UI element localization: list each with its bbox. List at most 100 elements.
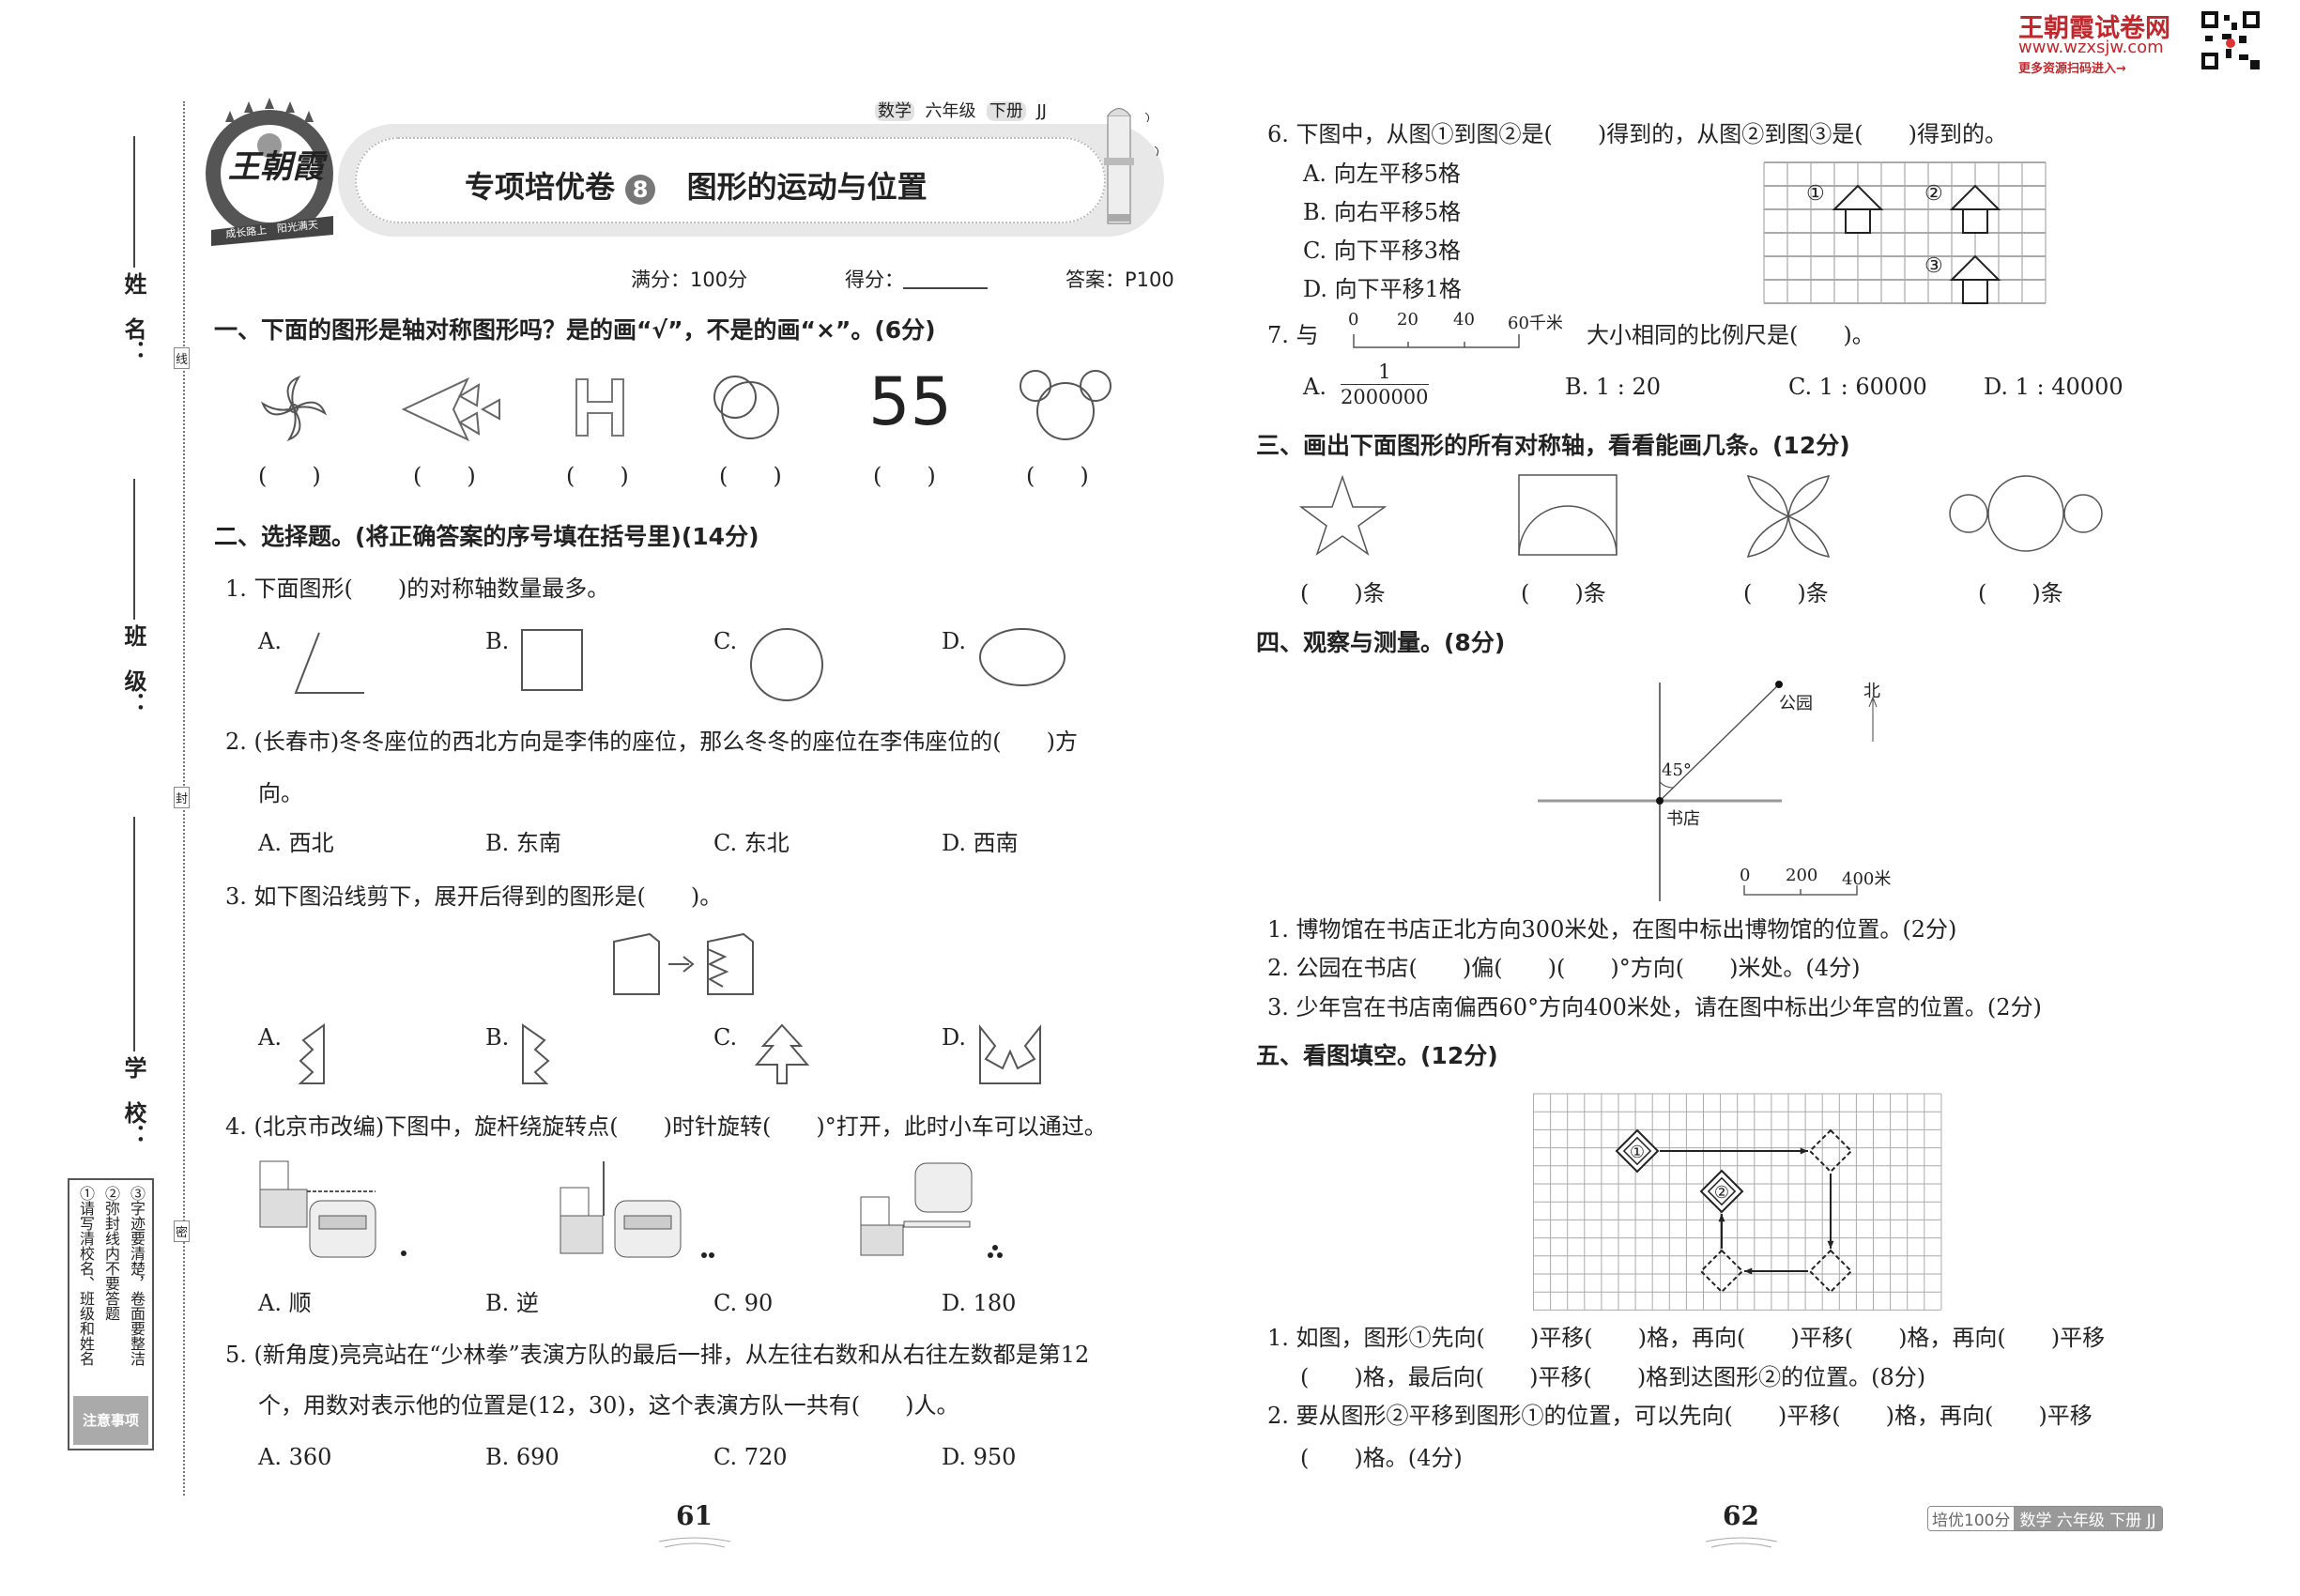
q5-opt-a[interactable]: A. 360 [258, 1444, 332, 1470]
section-2-title: 二、选择题。(将正确答案的序号填在括号里)(14分) [214, 523, 759, 550]
notice-list: ①请写清校名、班级和姓名 ②弥封线内不要答题 ③字迹要清楚，卷面要整洁 [75, 1186, 146, 1388]
q4-opt-c[interactable]: C. 90 [713, 1290, 774, 1316]
mickey-figure [1020, 370, 1112, 440]
q1-opt-a[interactable]: A. [258, 628, 282, 654]
notice-1: ①请写清校名、班级和姓名 [77, 1186, 95, 1366]
q1-opt-d[interactable]: D. [942, 628, 967, 654]
q5-opt-b[interactable]: B. 690 [485, 1444, 560, 1470]
q7-opt-a[interactable]: A. [1303, 374, 1326, 400]
q7-scale-0: 0 [1348, 310, 1359, 330]
cut-shape-c [754, 1023, 810, 1084]
footer-badge-series: 培优100分 [1928, 1507, 2015, 1530]
q2-opt-b[interactable]: B. 东南 [485, 830, 561, 856]
q4-text: 4. (北京市改编)下图中，旋杆绕旋转点( )时针旋转( )°打开，此时小车可以… [225, 1113, 1107, 1140]
page-wave-right [1705, 1537, 1778, 1548]
angle-label: 45° [1662, 760, 1692, 780]
q6-opt-a[interactable]: A. 向左平移5格 [1303, 161, 1461, 187]
answer-blank-6[interactable]: ( ) [1026, 463, 1089, 489]
q3-opt-d[interactable]: D. [942, 1024, 967, 1051]
q2-line-1: 2. (长春市)冬冬座位的西北方向是李伟的座位，那么冬冬的座位在李伟座位的( )… [225, 729, 1078, 755]
page-wave-left [658, 1537, 731, 1548]
axis-count-blank-2[interactable]: ( )条 [1521, 580, 1606, 606]
class-field[interactable] [133, 479, 135, 620]
answer-page: 答案：P100 [1066, 269, 1174, 291]
q1-opt-c[interactable]: C. [713, 628, 738, 654]
q5-opt-d[interactable]: D. 950 [942, 1444, 1017, 1470]
shape-1-inner [1622, 1136, 1652, 1166]
score-field[interactable] [903, 287, 988, 289]
q1-opt-b[interactable]: B. [485, 628, 510, 654]
petal-figure [1746, 475, 1831, 558]
s4-q1: 1. 博物馆在书店正北方向300米处，在图中标出博物馆的位置。(2分) [1267, 916, 1957, 943]
brand-url[interactable]: www.wzxsjw.com [2018, 38, 2164, 57]
q2-opt-c[interactable]: C. 东北 [713, 830, 790, 856]
seal-char-2: 封 [174, 787, 191, 808]
answer-blank-1[interactable]: ( ) [258, 463, 321, 489]
q4-opt-a[interactable]: A. 顺 [258, 1290, 312, 1316]
class-label: 班 级： [120, 624, 146, 714]
q4-opt-b[interactable]: B. 逆 [485, 1290, 539, 1316]
shape-2-label: ② [1714, 1183, 1729, 1203]
number-55-figure: 55 [868, 363, 953, 440]
section-5-title: 五、看图填空。(12分) [1256, 1042, 1498, 1069]
q7-opt-b[interactable]: B. 1 : 20 [1565, 374, 1662, 400]
q6-opt-c[interactable]: C. 向下平移3格 [1303, 238, 1462, 264]
name-label: 姓 名： [120, 272, 146, 362]
q4-opt-d[interactable]: D. 180 [942, 1290, 1017, 1316]
name-field[interactable] [133, 136, 135, 268]
notice-title: 注意事项 [73, 1396, 148, 1445]
direction-map [1538, 681, 1878, 901]
page-number-left: 61 [676, 1500, 713, 1531]
q7-prefix: 7. 与 [1267, 322, 1319, 348]
translation-grid: ①② [1533, 1093, 1942, 1311]
folded-paper-figure [613, 932, 754, 995]
q6-opt-d[interactable]: D. 向下平移1格 [1303, 276, 1462, 302]
q2-opt-a[interactable]: A. 西北 [258, 830, 334, 856]
q7-scale-60: 60千米 [1508, 314, 1563, 333]
park-label: 公园 [1779, 694, 1813, 714]
cut-shape-a [298, 1023, 325, 1084]
axis-count-blank-1[interactable]: ( )条 [1300, 580, 1386, 606]
q7-suffix: 大小相同的比例尺是( )。 [1587, 322, 1875, 348]
q6-grid [1763, 161, 2047, 304]
brand-name: 王朝霞试卷网 [2018, 14, 2170, 43]
q3-opt-c[interactable]: C. [713, 1024, 738, 1051]
q5-opt-c[interactable]: C. 720 [713, 1444, 788, 1470]
answer-blank-4[interactable]: ( ) [719, 463, 782, 489]
answer-blank-5[interactable]: ( ) [873, 463, 936, 489]
shape-1 [1615, 1128, 1660, 1174]
volume: 下册 [986, 101, 1026, 121]
north-label: 北 [1863, 682, 1880, 701]
q6-text: 6. 下图中，从图①到图②是( )得到的，从图②到图③是( )得到的。 [1267, 121, 2007, 147]
answer-blank-3[interactable]: ( ) [566, 463, 629, 489]
section-1-title: 一、下面的图形是轴对称图形吗？是的画“√”，不是的画“×”。(6分) [214, 316, 936, 344]
q7-opt-a-fraction: 1 2000000 [1341, 360, 1429, 409]
axis-count-blank-4[interactable]: ( )条 [1978, 580, 2063, 606]
school-field[interactable] [133, 817, 135, 1051]
bookstore-label: 书店 [1666, 809, 1700, 829]
footer-badge: 培优100分 数学 六年级 下册 JJ [1927, 1506, 2163, 1531]
q7-scale-40: 40 [1453, 310, 1475, 330]
q7-opt-d[interactable]: D. 1 : 40000 [1984, 374, 2124, 400]
axis-count-blank-3[interactable]: ( )条 [1743, 580, 1829, 606]
q3-opt-a[interactable]: A. [258, 1024, 282, 1051]
fraction-numerator: 1 [1341, 360, 1429, 385]
q3-opt-b[interactable]: B. [485, 1024, 510, 1051]
q6-opt-b[interactable]: B. 向右平移5格 [1303, 199, 1462, 225]
arrow-head [1800, 1147, 1808, 1155]
shape-1-label: ① [1630, 1143, 1645, 1162]
title-prefix: 专项培优卷 [465, 169, 616, 205]
q6-label-2: ② [1924, 182, 1943, 206]
barrier-car-figure-2 [560, 1161, 714, 1258]
notice-box [68, 1178, 154, 1450]
map-scale-400: 400米 [1842, 869, 1892, 889]
subject: 数学 [875, 101, 914, 121]
q1-text: 1. 下面图形( )的对称轴数量最多。 [225, 575, 610, 602]
logo-text: 王朝霞 [228, 148, 324, 186]
q2-opt-d[interactable]: D. 西南 [942, 830, 1019, 856]
ellipse-figure [979, 628, 1066, 686]
page-title: 专项培优卷 8 图形的运动与位置 [465, 163, 928, 207]
q7-opt-c[interactable]: C. 1 : 60000 [1788, 374, 1927, 400]
dashed-shape [1699, 1249, 1744, 1294]
answer-blank-2[interactable]: ( ) [413, 463, 476, 489]
